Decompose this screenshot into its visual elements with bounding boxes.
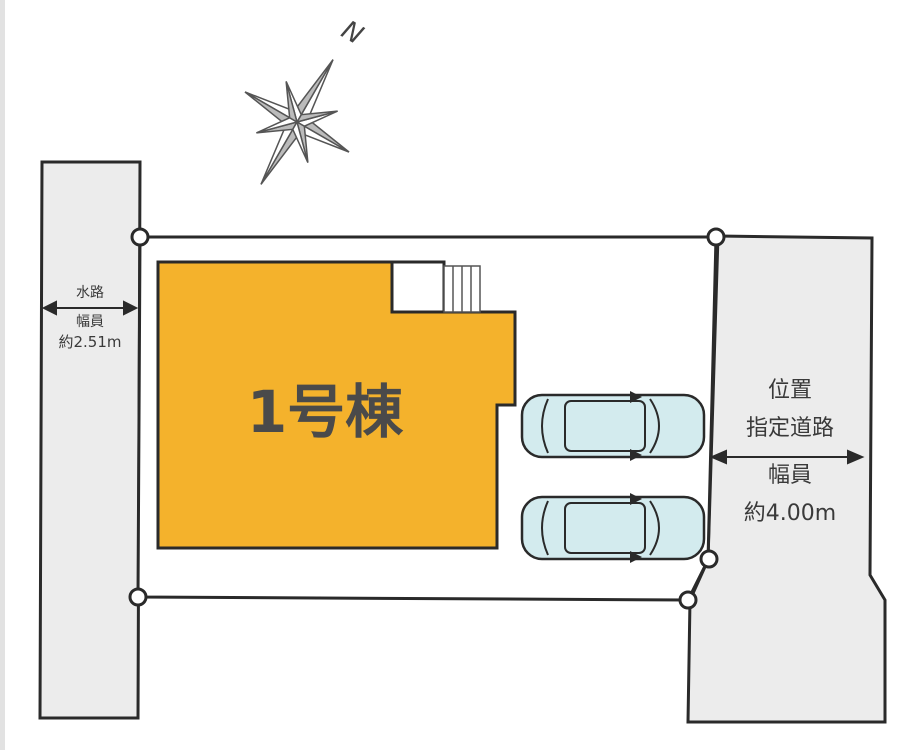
road-name-line2: 指定道路 bbox=[745, 416, 834, 441]
compass-rose bbox=[244, 59, 350, 185]
stairs bbox=[390, 260, 481, 314]
waterway-width-value: 約2.51m bbox=[58, 333, 122, 351]
road-name-line1: 位置 bbox=[767, 378, 812, 403]
boundary-marker bbox=[706, 227, 726, 247]
road-width-value: 約4.00m bbox=[743, 501, 837, 526]
parked-car bbox=[520, 391, 706, 461]
road-width-label: 幅員 bbox=[767, 463, 812, 488]
boundary-markers bbox=[128, 227, 726, 610]
left-edge-strip bbox=[0, 0, 5, 750]
waterway-area bbox=[38, 160, 142, 720]
building-label: 1号棟 bbox=[246, 378, 404, 446]
waterway-width-label: 幅員 bbox=[76, 314, 104, 330]
parked-car bbox=[520, 493, 706, 563]
road-width-arrow bbox=[709, 449, 865, 465]
waterway-name: 水路 bbox=[76, 285, 104, 301]
boundary-marker bbox=[678, 590, 698, 610]
boundary-marker bbox=[130, 227, 150, 247]
boundary-marker bbox=[699, 549, 719, 569]
waterway-width-arrow bbox=[41, 300, 139, 316]
boundary-marker bbox=[128, 587, 148, 607]
